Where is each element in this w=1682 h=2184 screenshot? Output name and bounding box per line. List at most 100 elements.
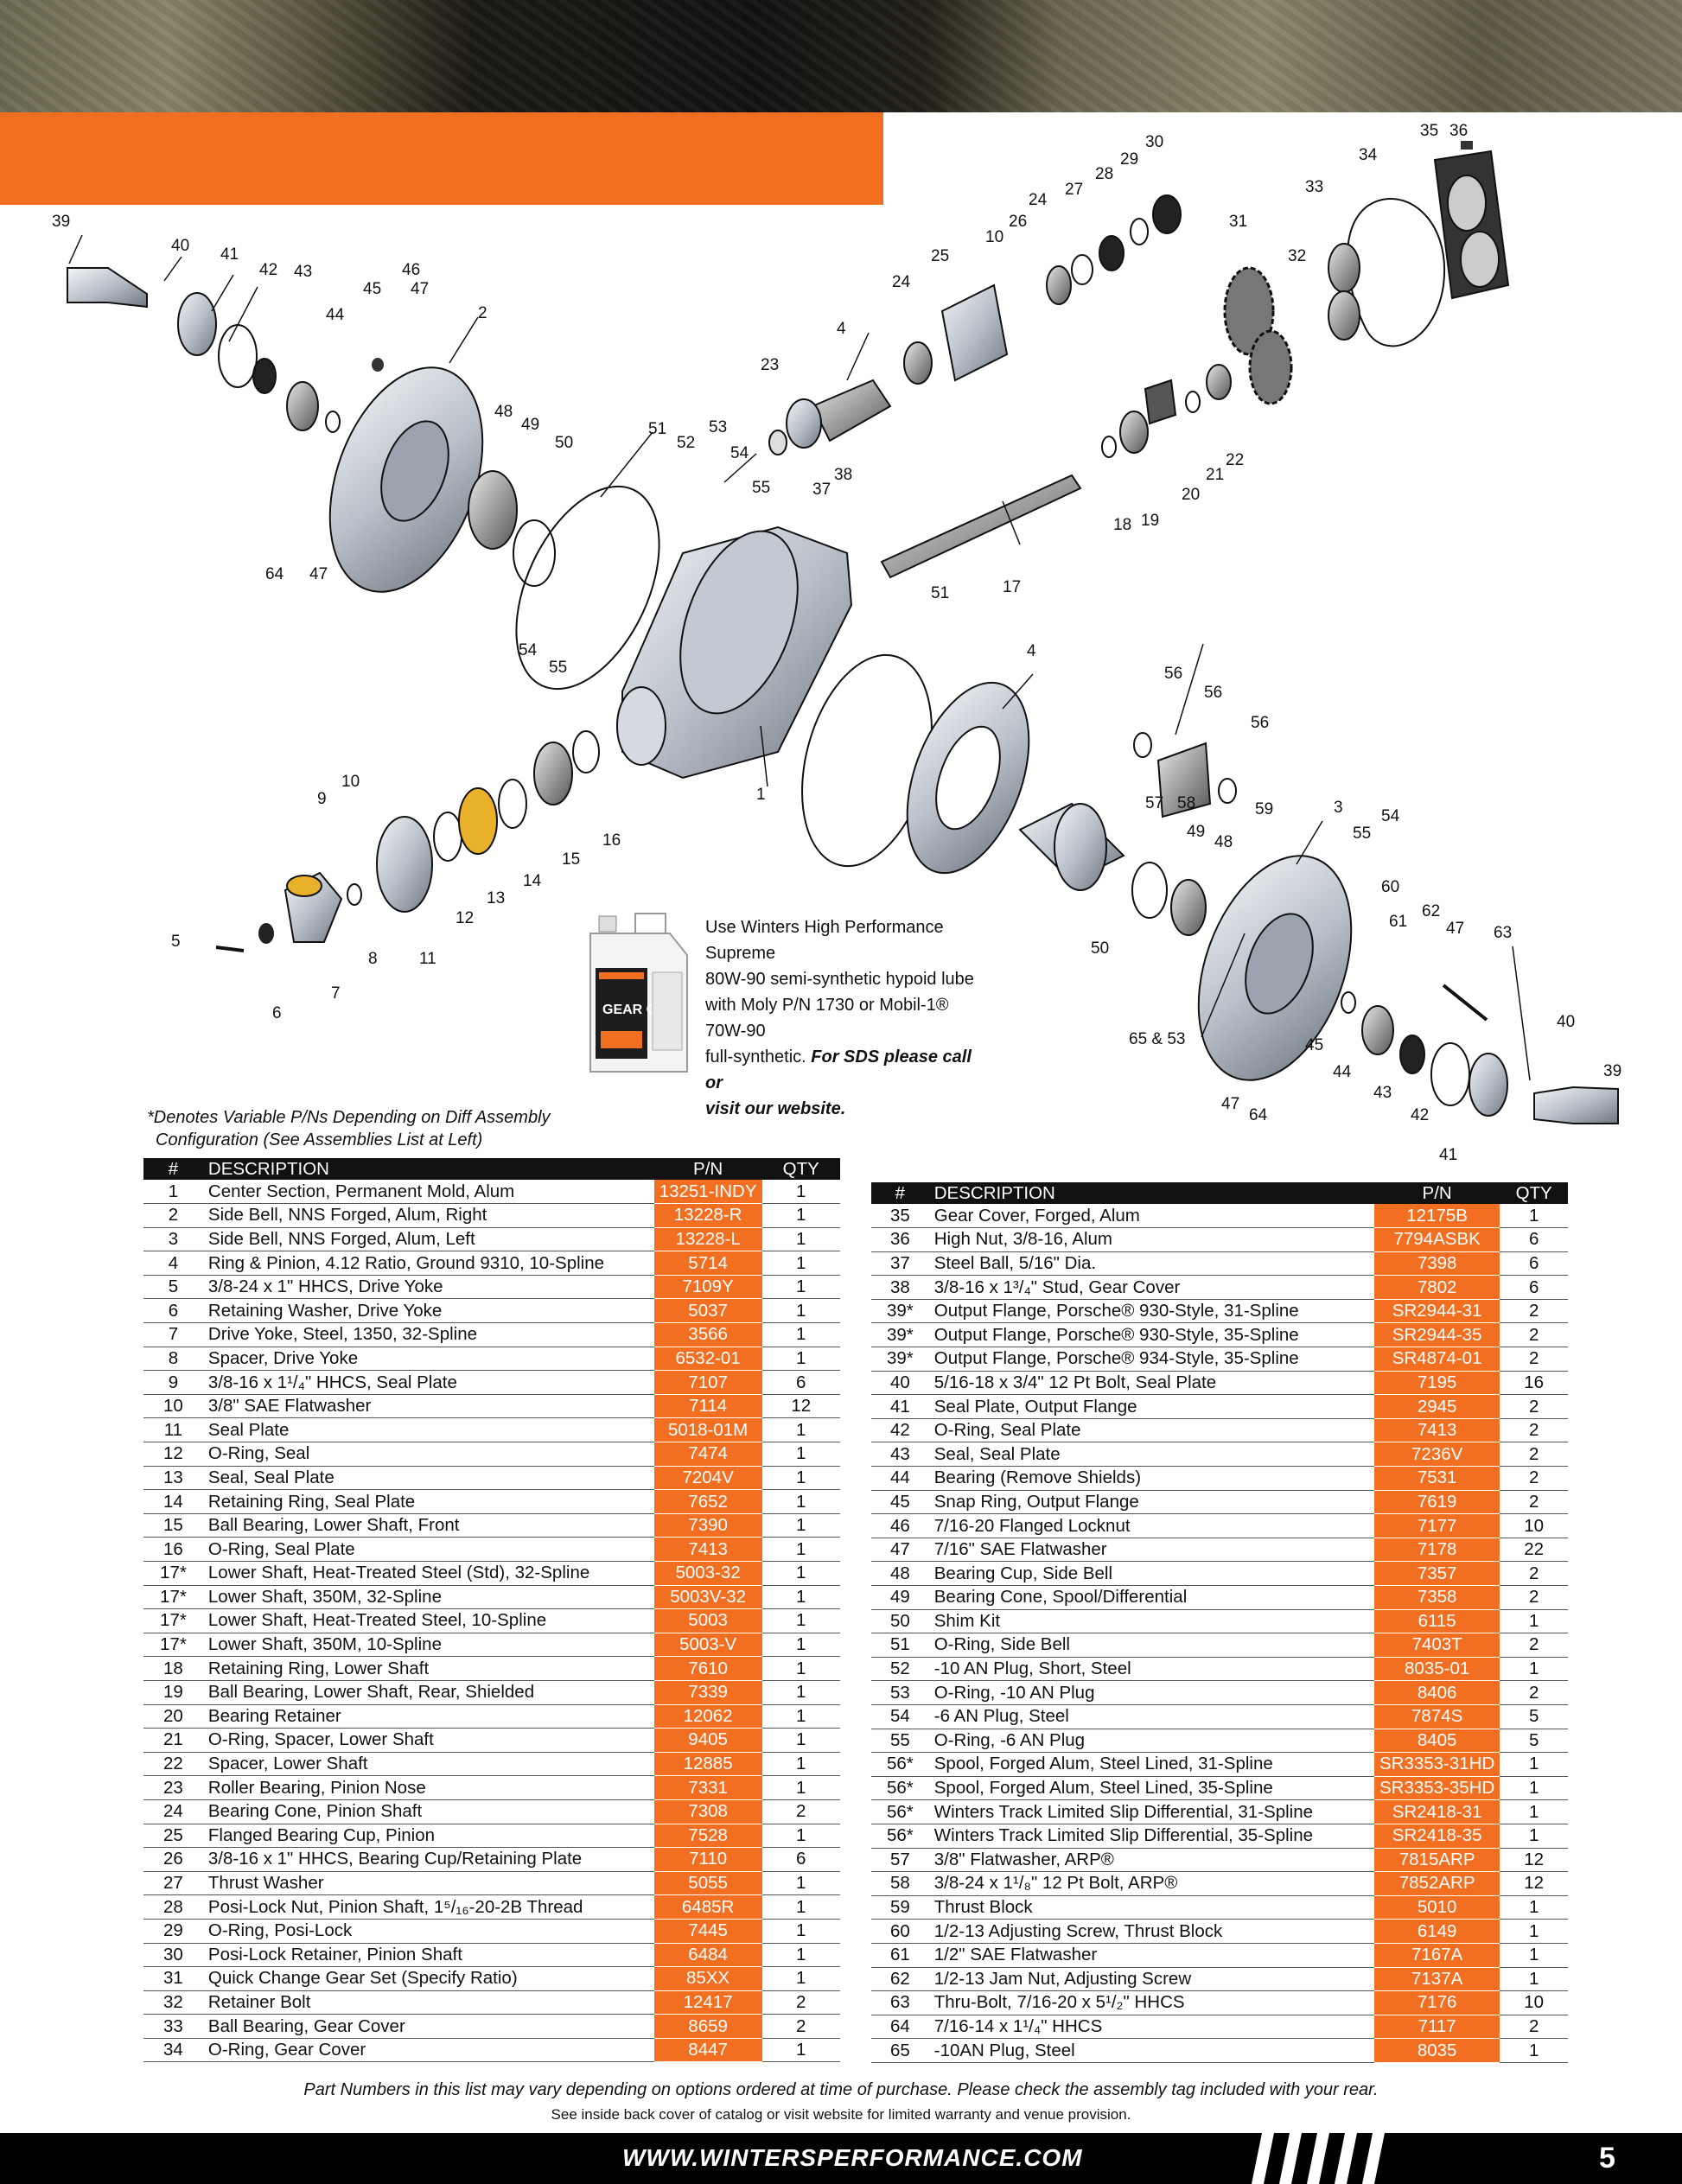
callout-label: 50 xyxy=(555,434,573,452)
part-qty: 6 xyxy=(1500,1275,1568,1300)
callout-label: 52 xyxy=(677,434,695,452)
part-pn: 7802 xyxy=(1373,1275,1500,1300)
callout-label: 60 xyxy=(1381,878,1399,896)
part-pn: 6149 xyxy=(1373,1919,1500,1944)
callout-label: 12 xyxy=(456,909,474,927)
part-description: High Nut, 3/8-16, Alum xyxy=(928,1227,1374,1252)
part-qty: 6 xyxy=(761,1370,840,1395)
part-description: Retainer Bolt xyxy=(202,1990,654,2015)
part-pn: 7331 xyxy=(653,1775,762,1800)
part-pn: 12885 xyxy=(653,1752,762,1777)
part-description: Lower Shaft, 350M, 10-Spline xyxy=(202,1633,654,1658)
callout-label: 38 xyxy=(834,466,852,484)
part-qty: 1 xyxy=(1500,1776,1568,1801)
part-pn: 7178 xyxy=(1373,1538,1500,1563)
part-description: Roller Bearing, Pinion Nose xyxy=(202,1775,654,1800)
part-pn: 5055 xyxy=(653,1871,762,1896)
callout-label: 48 xyxy=(1214,833,1233,851)
part-number-index: 3 xyxy=(143,1227,203,1252)
part-number-index: 37 xyxy=(871,1251,929,1277)
part-description: Retaining Ring, Seal Plate xyxy=(202,1489,654,1514)
part-qty: 1 xyxy=(761,1633,840,1658)
part-number-index: 51 xyxy=(871,1633,929,1658)
part-number-index: 15 xyxy=(143,1513,203,1538)
callout-label: 16 xyxy=(602,831,621,850)
callout-label: 59 xyxy=(1255,800,1273,818)
part-qty: 1 xyxy=(761,1656,840,1681)
part-qty: 2 xyxy=(761,1990,840,2015)
part-pn: 8659 xyxy=(653,2014,762,2039)
callout-label: 4 xyxy=(837,320,846,338)
part-number-index: 6 xyxy=(143,1298,203,1324)
part-qty: 1 xyxy=(761,1894,840,1920)
part-qty: 2 xyxy=(1500,1680,1568,1705)
part-description: 3/8-16 x 1³/₄" Stud, Gear Cover xyxy=(928,1275,1374,1300)
callout-label: 47 xyxy=(1221,1095,1239,1113)
callout-label: 36 xyxy=(1449,122,1468,140)
part-description: O-Ring, Spacer, Lower Shaft xyxy=(202,1728,654,1753)
website-link[interactable]: WWW.WINTERSPERFORMANCE.COM xyxy=(622,2144,1083,2171)
gear-cover-bearings xyxy=(1328,243,1360,341)
part-qty: 1 xyxy=(761,1489,840,1514)
part-description: Side Bell, NNS Forged, Alum, Right xyxy=(202,1203,654,1228)
ring-gear xyxy=(906,681,1030,875)
part-description: O-Ring, -10 AN Plug xyxy=(928,1680,1374,1705)
part-qty: 1 xyxy=(761,1680,840,1705)
part-description: Bearing Cone, Spool/Differential xyxy=(928,1585,1374,1610)
part-description: O-Ring, Side Bell xyxy=(928,1633,1374,1658)
part-description: 1/2" SAE Flatwasher xyxy=(928,1943,1374,1968)
part-number-index: 10 xyxy=(143,1394,203,1419)
part-number-index: 44 xyxy=(871,1466,929,1491)
part-pn: 8405 xyxy=(1373,1729,1500,1754)
callout-label: 47 xyxy=(309,565,328,583)
callout-label: 63 xyxy=(1494,924,1512,942)
table-row: 56*Spool, Forged Alum, Steel Lined, 35-S… xyxy=(871,1776,1568,1801)
part-number-index: 60 xyxy=(871,1919,929,1944)
oil-note-emphasis: For SDS please call or xyxy=(705,1047,972,1092)
part-qty: 1 xyxy=(1500,1895,1568,1920)
part-number-index: 52 xyxy=(871,1657,929,1682)
callout-label: 44 xyxy=(1333,1063,1352,1081)
col-header-pn: P/N xyxy=(653,1158,762,1180)
callout-label: 56 xyxy=(1164,665,1182,683)
part-qty: 1 xyxy=(761,1466,840,1491)
part-pn: 2945 xyxy=(1373,1394,1500,1419)
part-pn: 7117 xyxy=(1373,2015,1500,2040)
part-number-index: 25 xyxy=(143,1824,203,1849)
part-pn: 8035-01 xyxy=(1373,1657,1500,1682)
part-pn: 7109Y xyxy=(653,1275,762,1300)
part-pn: 5003-V xyxy=(653,1633,762,1658)
part-description: O-Ring, Seal xyxy=(202,1442,654,1467)
part-number-index: 42 xyxy=(871,1418,929,1443)
part-pn: 7531 xyxy=(1373,1466,1500,1491)
part-pn: 5010 xyxy=(1373,1895,1500,1920)
callout-label: 24 xyxy=(1029,191,1048,209)
callout-label: 57 xyxy=(1145,794,1163,812)
part-description: 7/16-20 Flanged Locknut xyxy=(928,1513,1374,1538)
part-number-index: 56* xyxy=(871,1799,929,1824)
part-qty: 1 xyxy=(761,1943,840,1968)
part-description: Flanged Bearing Cup, Pinion xyxy=(202,1824,654,1849)
part-qty: 22 xyxy=(1500,1538,1568,1563)
col-header-pn: P/N xyxy=(1373,1182,1500,1204)
part-number-index: 61 xyxy=(871,1943,929,1968)
side-bell-left xyxy=(1131,855,1353,1081)
callout-label: 3 xyxy=(1334,799,1343,817)
part-description: Ball Bearing, Lower Shaft, Front xyxy=(202,1513,654,1538)
part-qty: 1 xyxy=(761,1919,840,1944)
part-number-index: 31 xyxy=(143,1966,203,1991)
callout-label: 17 xyxy=(1003,578,1021,596)
part-description: Spool, Forged Alum, Steel Lined, 31-Spli… xyxy=(928,1752,1374,1777)
part-number-index: 33 xyxy=(143,2014,203,2039)
